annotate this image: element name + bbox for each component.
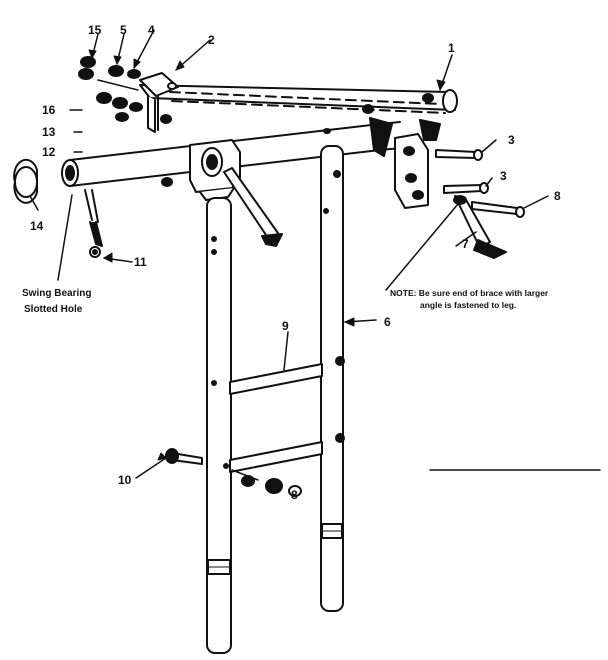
back-top-beam [139, 84, 458, 114]
part-label-5: 5 [120, 23, 127, 37]
bolts-3 [435, 149, 489, 194]
ladder-rungs [229, 363, 323, 473]
part-label-8-rear: 8 [554, 189, 561, 203]
back-leg [320, 145, 345, 612]
part-label-7: 7 [462, 237, 469, 251]
rear-hardware [78, 56, 172, 124]
end-cap [13, 158, 38, 204]
part-label-8-bottom: 8 [291, 488, 298, 502]
bottom-hardware [165, 448, 302, 497]
part-label-6: 6 [384, 315, 391, 329]
part-label-13: 13 [42, 125, 56, 139]
arrowheads [88, 49, 446, 461]
part-label-4: 4 [148, 23, 155, 37]
part-label-12: 12 [42, 145, 56, 159]
part-label-15: 15 [88, 23, 102, 37]
front-leg [206, 197, 232, 654]
part-number-labels: 1 2 4 5 15 16 13 12 14 11 3 3 8 7 6 9 10… [30, 23, 561, 502]
part-label-1: 1 [448, 41, 455, 55]
note-line-1: NOTE: Be sure end of brace with larger [390, 288, 549, 298]
part-label-11: 11 [134, 255, 147, 269]
slotted-hole-label: Slotted Hole [24, 304, 83, 315]
swing-hanger [84, 189, 103, 258]
note-line-2: angle is fastened to leg. [420, 300, 516, 310]
front-brace [223, 167, 283, 247]
rear-plate [369, 117, 441, 209]
swing-bearing-label: Swing Bearing [22, 288, 91, 299]
rear-brace [453, 195, 507, 259]
part-label-9: 9 [282, 319, 289, 333]
part-label-2: 2 [208, 33, 215, 47]
rear-bracket [139, 72, 179, 133]
part-label-16: 16 [42, 103, 56, 117]
part-label-3-lower: 3 [500, 169, 507, 183]
part-label-10: 10 [118, 473, 132, 487]
drawing [13, 29, 601, 654]
part-label-3-upper: 3 [508, 133, 515, 147]
text-annotations: Swing Bearing Slotted Hole NOTE: Be sure… [22, 288, 549, 315]
part-label-14: 14 [30, 219, 44, 233]
bolt-8-rear [471, 201, 525, 218]
